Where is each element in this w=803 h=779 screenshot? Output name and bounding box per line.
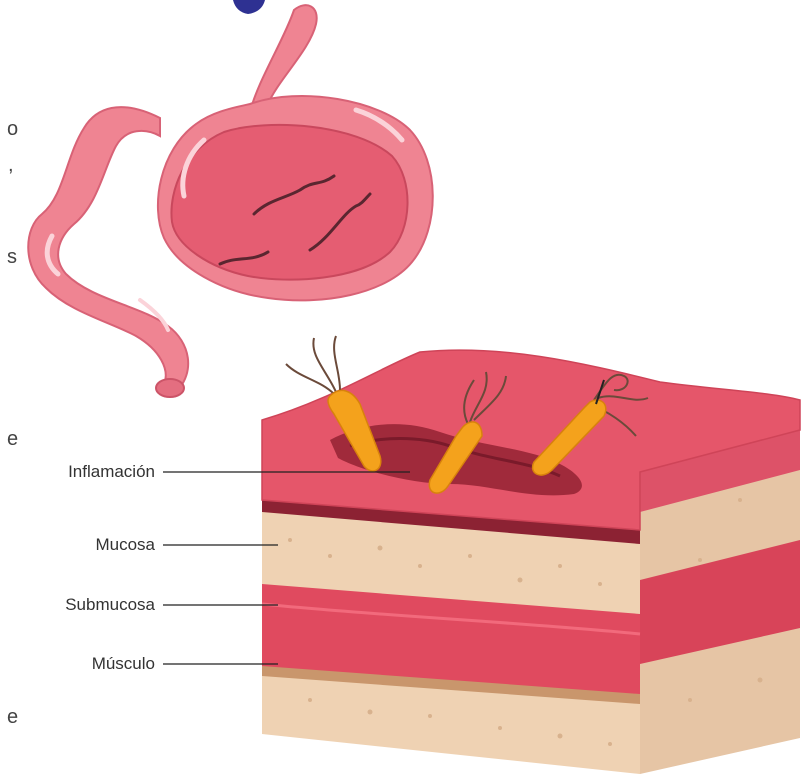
duodenum-end [156, 379, 184, 397]
label-submucosa: Submucosa [65, 595, 155, 615]
label-muscle: Músculo [92, 654, 155, 674]
stomach-cavity [171, 125, 407, 280]
bacterium-flagella [286, 336, 340, 394]
label-inflammation: Inflamación [68, 462, 155, 482]
stomach-illustration [28, 5, 433, 397]
label-mucosa: Mucosa [95, 535, 155, 555]
duodenum [28, 107, 188, 392]
cropped-title-fragment [233, 0, 265, 14]
